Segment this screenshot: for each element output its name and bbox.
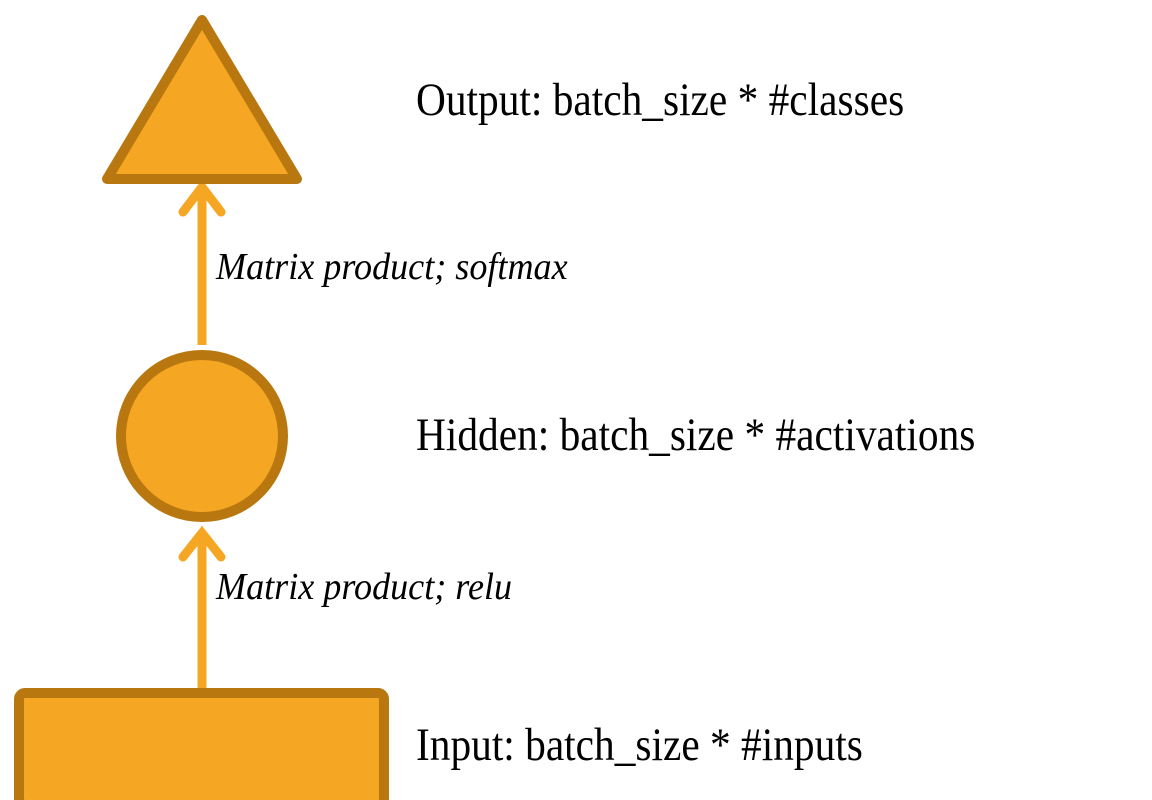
input-layer-label: Input: batch_size * #inputs	[416, 719, 863, 771]
edge-label-hidden-to-output: Matrix product; softmax	[216, 246, 568, 288]
hidden-layer-label: Hidden: batch_size * #activations	[416, 409, 976, 461]
arrow-head-input-hidden	[178, 525, 226, 562]
arrow-head-hidden-output	[178, 179, 226, 217]
edge-input-to-hidden	[178, 525, 226, 693]
triangle-node-icon[interactable]	[102, 15, 302, 184]
circle-node-icon[interactable]	[116, 350, 288, 522]
output-layer-label: Output: batch_size * #classes	[416, 74, 905, 126]
edge-hidden-to-output	[178, 179, 226, 345]
rectangle-node-icon[interactable]	[14, 688, 389, 800]
edge-label-input-to-hidden: Matrix product; relu	[216, 566, 513, 608]
